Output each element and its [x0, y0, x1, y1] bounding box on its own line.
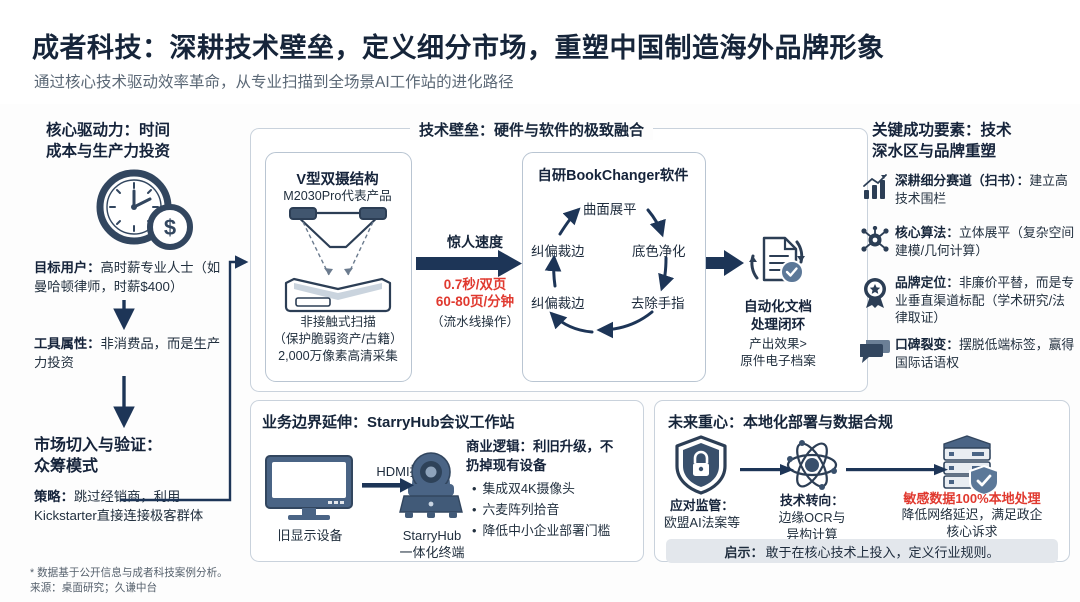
- strategy-text: 策略：跳过经销商，利用Kickstarter直接连接极客群体: [34, 489, 204, 523]
- award-badge-icon: [864, 278, 886, 308]
- document-check-cycle-icon: [749, 236, 805, 284]
- future-focus-panel: [654, 400, 1070, 562]
- future-focus-title: 未来重心：本地化部署与数据合规: [668, 414, 894, 431]
- starryhub-bullets: 集成双4K摄像头 六麦阵列拾音 降低中小企业部署门槛: [472, 478, 642, 541]
- market-entry-title: 市场切入与验证： 众筹模式: [34, 437, 163, 475]
- cycle-node-4: 纠偏裁边: [531, 244, 585, 259]
- output-title: 自动化文档 处理闭环: [744, 299, 812, 332]
- v-shape-scanner-icon: [284, 207, 392, 313]
- future-step-0-label: 应对监管： 欧盟AI法案等: [663, 498, 741, 530]
- software-box: [522, 152, 706, 382]
- software-title: 自研BookChanger软件: [537, 168, 689, 184]
- bar-chart-growth-icon: [863, 174, 887, 199]
- clock-dollar-icon: $: [96, 169, 193, 250]
- header: 成者科技：深耕技术壁垒，定义细分市场，重塑中国制造海外品牌形象 通过核心技术驱动…: [0, 0, 1080, 104]
- speed-label: 惊人速度: [447, 234, 503, 250]
- cycle-node-2: 去除手指: [631, 296, 685, 311]
- business-logic: 商业逻辑：利旧升级，不 扔掉现有设备: [466, 439, 614, 473]
- hardware-caption: 非接触式扫描 （保护脆弱资产/古籍） 2,000万像素高清采集: [273, 315, 403, 363]
- key-factor-0: 深耕细分赛道（扫书）：建立高技术围栏: [895, 173, 1068, 206]
- insight-text: 敢于在核心技术上投入，定义行业规则。: [765, 544, 1000, 560]
- hardware-title: V型双摄结构: [296, 172, 379, 188]
- driver-title: 核心驱动力：时间 成本与生产力投资: [46, 122, 171, 160]
- footnote: * 数据基于公开信息与成者科技案例分析。 来源：桌面研究；久谦中台: [30, 567, 228, 594]
- svg-text:$: $: [164, 215, 176, 240]
- future-step-2-label: 降低网络延迟，满足政企 核心诉求: [901, 507, 1043, 539]
- future-step-1-label: 技术转向： 边缘OCR与 异构计算: [778, 493, 846, 542]
- cycle-node-1: 底色净化: [632, 244, 686, 259]
- key-factor-2: 品牌定位：非廉价平替，而是专业垂直渠道标配（学术研究/法律取证）: [895, 275, 1075, 325]
- output-note: 产出效果> 原件电子档案: [740, 337, 816, 368]
- page-subtitle: 通过核心技术驱动效率革命，从专业扫描到全场景AI工作站的进化路径: [34, 74, 514, 91]
- network-node-icon: [861, 226, 889, 252]
- target-user-text: 目标用户：高时薪专业人士（如曼哈顿律师，时薪$400）: [34, 260, 221, 294]
- shield-lock-icon: [675, 435, 727, 495]
- conference-camera-icon: [399, 452, 463, 518]
- key-factor-1: 核心算法：立体展平（复杂空间建模/几何计算）: [895, 225, 1075, 258]
- future-step-2-highlight: 敏感数据100%本地处理: [903, 491, 1041, 506]
- speech-bubbles-icon: [860, 340, 890, 363]
- cycle-node-0: 曲面展平: [583, 202, 637, 217]
- hardware-box: [265, 152, 412, 382]
- speed-metrics: 0.7秒/双页 60-80页/分钟: [435, 277, 515, 309]
- page-title: 成者科技：深耕技术壁垒，定义细分市场，重塑中国制造海外品牌形象: [32, 33, 885, 63]
- key-factors-title: 关键成功要素：技术 深水区与品牌重塑: [872, 122, 1012, 160]
- starryhub-title: 业务边界延伸：StarryHub会议工作站: [262, 414, 515, 431]
- speed-note: （流水线操作）: [430, 315, 520, 329]
- monitor-icon: [265, 455, 353, 520]
- insight-label: 启示：: [724, 544, 764, 560]
- device-label: StarryHub 一体化终端: [399, 528, 465, 560]
- tool-attr-text: 工具属性：非消费品，而是生产力投资: [34, 336, 221, 370]
- tech-barrier-title: 技术壁垒：硬件与软件的极致融合: [410, 119, 654, 140]
- cycle-node-3: 纠偏裁边: [531, 296, 585, 311]
- server-shield-icon: [943, 435, 999, 496]
- atom-network-icon: [786, 440, 838, 490]
- hardware-subtitle: M2030Pro代表产品: [283, 189, 392, 203]
- key-factor-3: 口碑裂变：摆脱低端标签，赢得国际话语权: [895, 337, 1075, 370]
- insight-bar: 启示：敢于在核心技术上投入，定义行业规则。: [666, 539, 1058, 563]
- monitor-label: 旧显示设备: [277, 528, 343, 543]
